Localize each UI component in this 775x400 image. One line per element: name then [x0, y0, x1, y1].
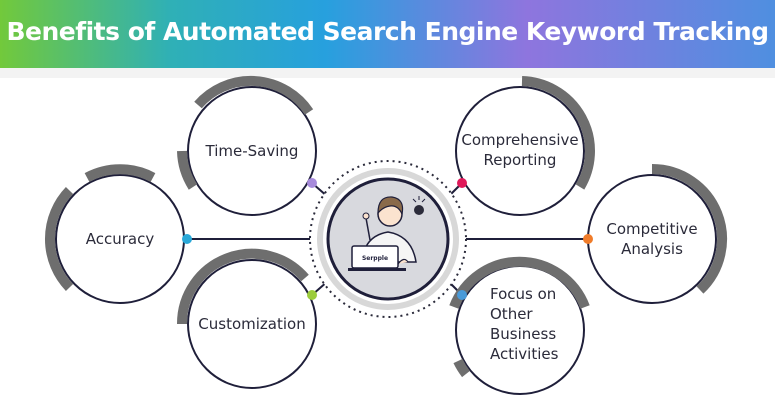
page-title: Benefits of Automated Search Engine Keyw… — [6, 17, 769, 46]
benefit-label-accuracy: Accuracy — [85, 230, 155, 248]
ring-accuracy — [44, 164, 185, 304]
dot-time-saving — [307, 178, 317, 188]
benefit-label-customization: Customization — [198, 315, 306, 333]
benefit-label-comprehensive-reporting: Comprehensive Reporting — [461, 131, 579, 169]
title-banner: Benefits of Automated Search Engine Keyw… — [0, 0, 775, 68]
banner-shadow — [0, 68, 775, 78]
ring-time-saving — [177, 75, 317, 216]
laptop-brand-label: Serpple — [362, 255, 388, 262]
benefit-label-focus: Focus on Other Business Activities — [490, 285, 559, 363]
dot-competitive-analysis — [583, 234, 593, 244]
dot-comprehensive-reporting — [457, 178, 467, 188]
ring-focus — [449, 256, 590, 395]
person-illustration: Serpple — [348, 196, 426, 271]
dot-focus — [457, 290, 467, 300]
benefit-label-time-saving: Time-Saving — [205, 142, 299, 160]
dot-accuracy — [182, 234, 192, 244]
ring-comprehensive-reporting — [455, 76, 595, 216]
benefit-label-competitive-analysis: Competitive Analysis — [606, 220, 698, 258]
dot-customization — [307, 290, 317, 300]
ring-customization — [176, 248, 317, 389]
